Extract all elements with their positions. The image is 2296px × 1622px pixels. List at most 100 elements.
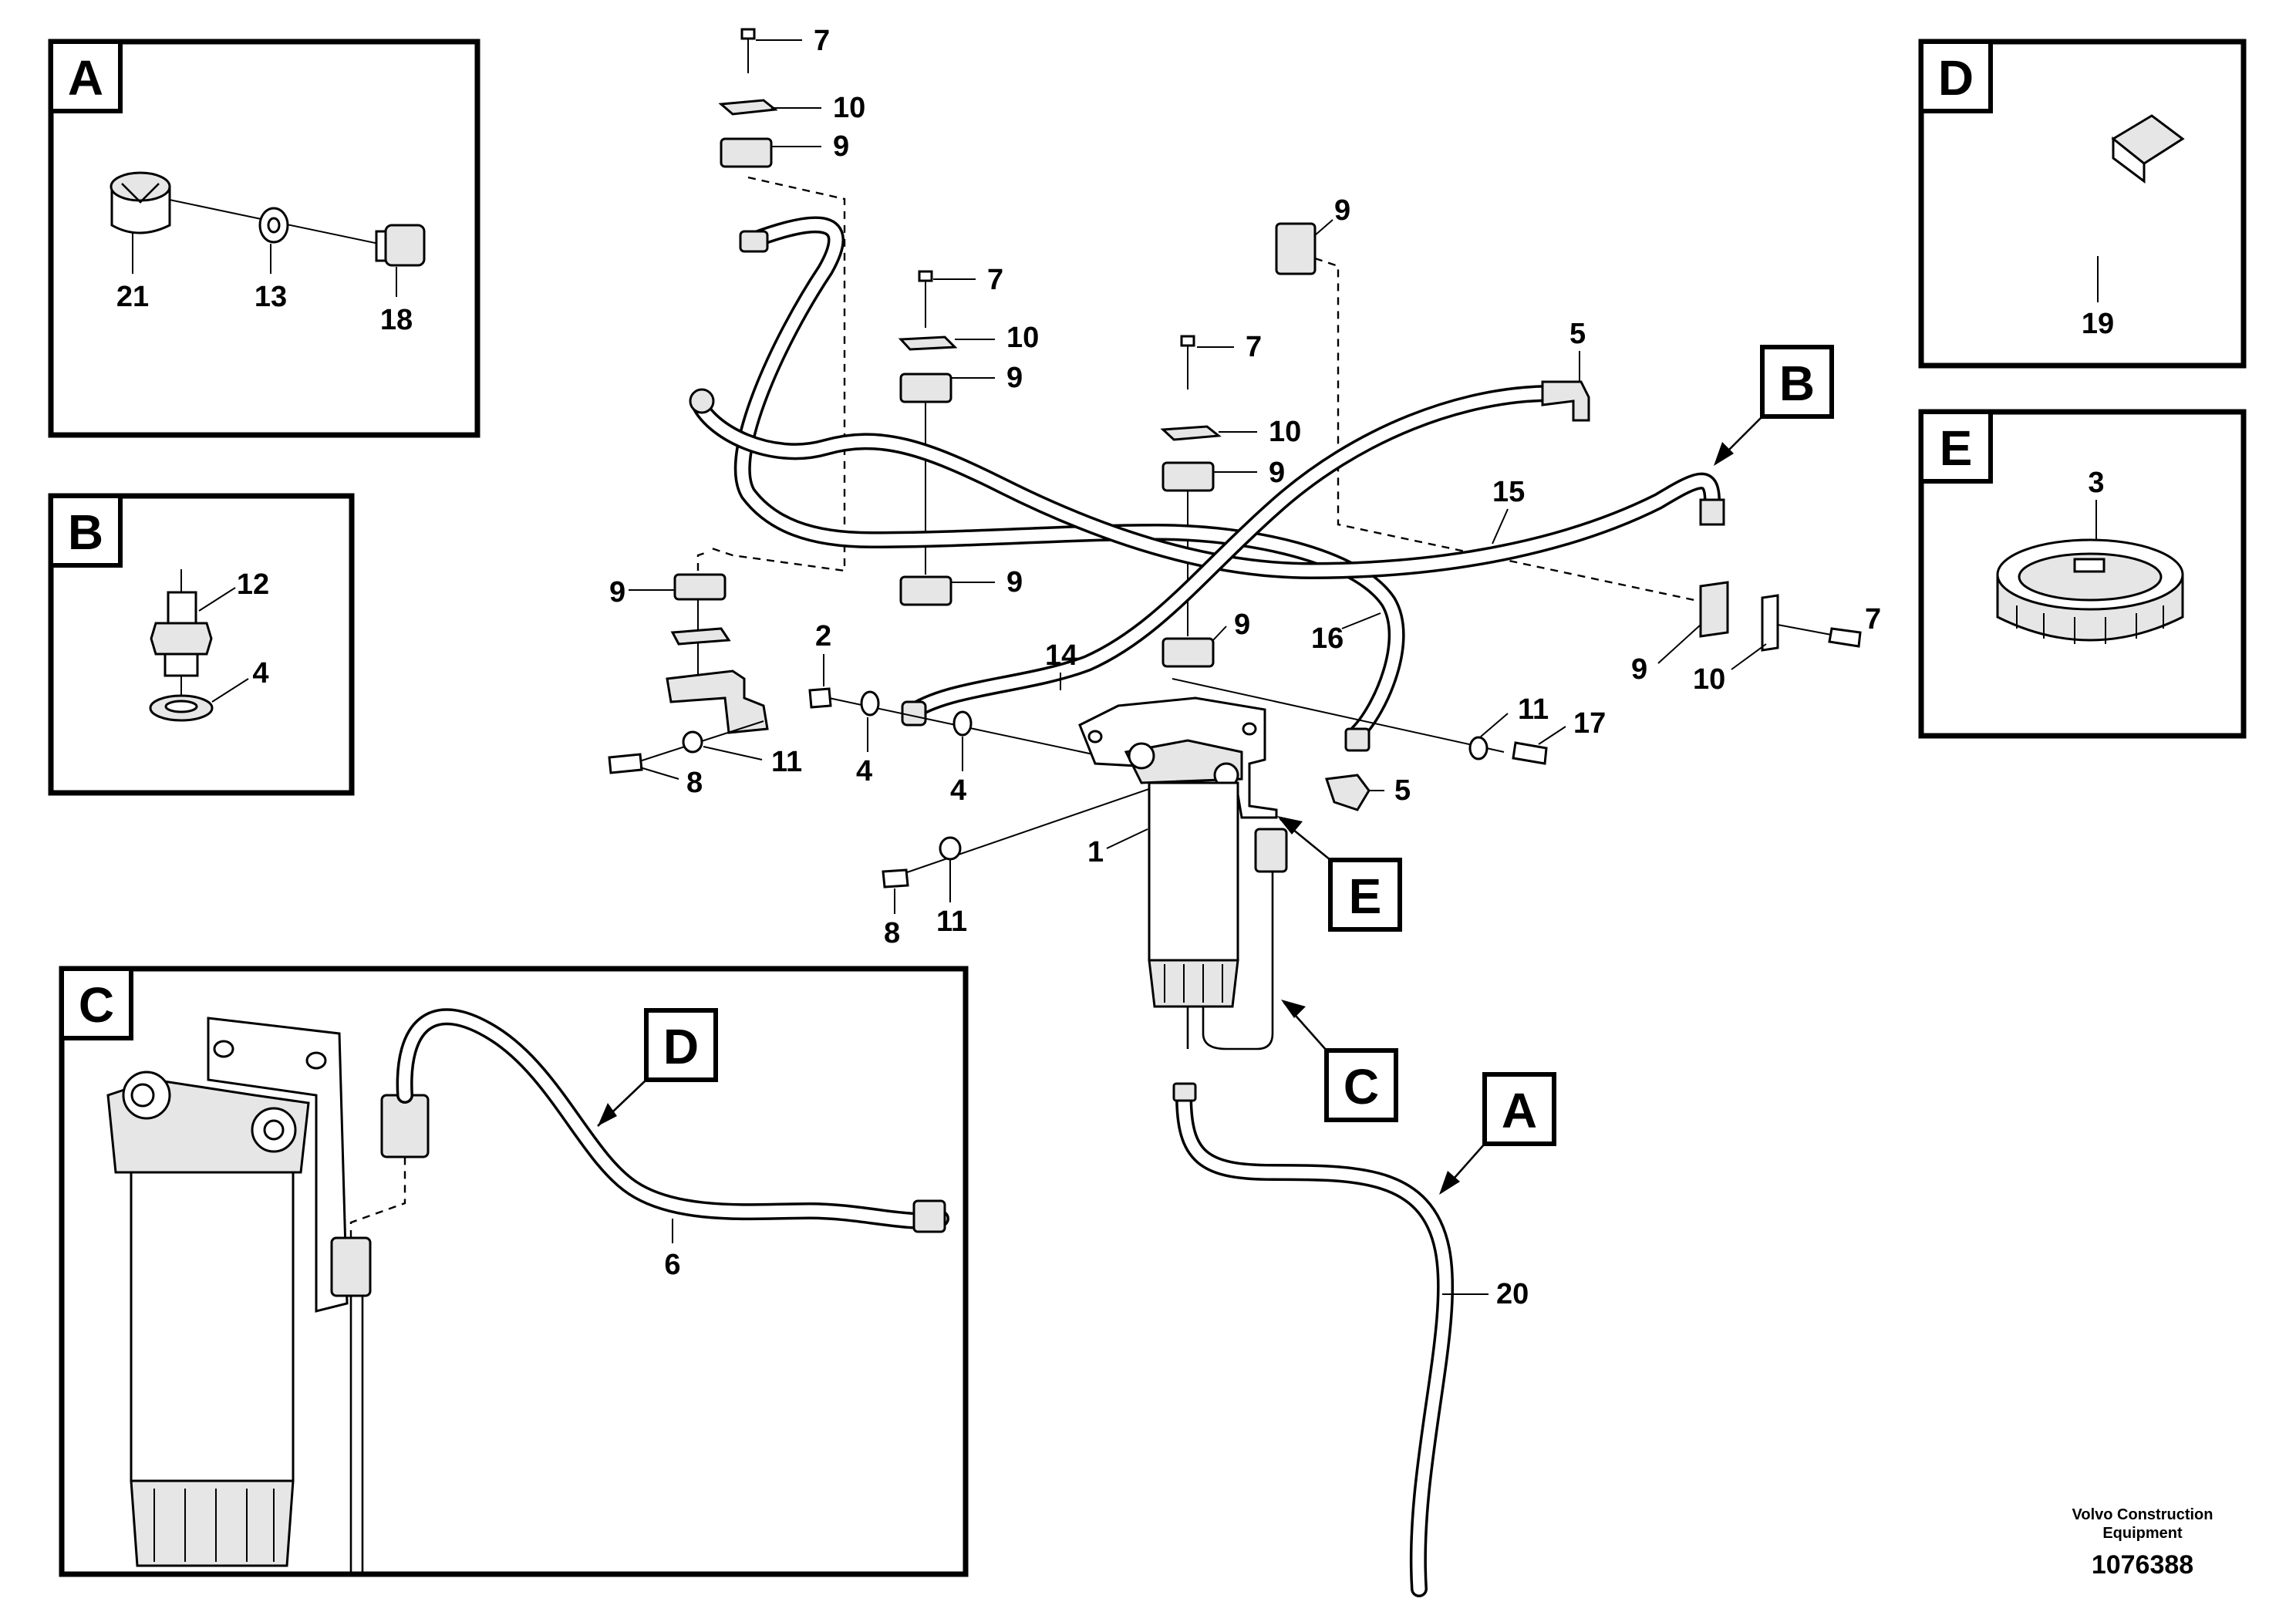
callout-3: 3 xyxy=(2088,467,2104,499)
part-21-cap xyxy=(110,171,171,234)
detail-tag-b: B xyxy=(68,504,103,560)
main-tag-box-b xyxy=(1760,345,1834,419)
callout-19: 19 xyxy=(2082,308,2114,340)
callout-13: 13 xyxy=(255,281,287,313)
callout-14: 14 xyxy=(1045,639,1077,672)
filter-bowl-base xyxy=(1148,959,1239,1008)
callout-16: 16 xyxy=(1311,622,1344,655)
detail-frame-e xyxy=(1918,409,2247,739)
callout-4: 4 xyxy=(252,657,268,690)
main-assembly: B E C A 7 10 9 7 10 9 9 9 7 10 xyxy=(608,25,1881,1597)
bolt-head xyxy=(740,28,756,40)
detail-view-c: C D 6 xyxy=(59,966,969,1577)
callout-2: 2 xyxy=(815,620,831,653)
tag-arrowhead xyxy=(1439,1171,1460,1195)
detail-tag-box-c xyxy=(59,966,133,1040)
callout-leader xyxy=(703,746,763,760)
filter-bowl xyxy=(130,1171,295,1482)
tag-arrowhead xyxy=(598,1103,617,1126)
hose-6-core xyxy=(399,1010,947,1227)
detail-tag-box-d-ref xyxy=(644,1008,718,1082)
detail-view-e: E 3 xyxy=(1918,409,2247,739)
clamp-9 xyxy=(1275,222,1317,275)
plate-10 xyxy=(898,336,958,351)
callout-9: 9 xyxy=(609,576,625,609)
title-block: Volvo Construction Equipment 1076388 xyxy=(2072,1506,2213,1580)
hose-end-fitting xyxy=(912,1199,946,1233)
callout-7: 7 xyxy=(987,264,1003,296)
bolt-7 xyxy=(1828,627,1862,648)
bolt-hole xyxy=(305,1051,327,1070)
callout-11: 11 xyxy=(936,905,967,938)
callout-leader xyxy=(198,587,236,612)
callout-leader xyxy=(1212,626,1227,641)
callout-9: 9 xyxy=(1631,653,1647,686)
callout-9: 9 xyxy=(1006,566,1023,599)
callout-15: 15 xyxy=(1492,476,1525,508)
bolt-head xyxy=(918,270,933,282)
detail-view-d: D 19 xyxy=(1918,39,2247,369)
main-tag-box-e xyxy=(1328,858,1402,932)
elbow-fitting-5 xyxy=(1324,774,1371,811)
callout-leader xyxy=(1480,713,1509,737)
bracket xyxy=(666,669,769,734)
detail-frame-d xyxy=(1918,39,2247,369)
bolt-17 xyxy=(1512,741,1548,765)
main-tag-e: E xyxy=(1349,868,1382,924)
callout-9: 9 xyxy=(1269,457,1285,489)
bolt-hole xyxy=(213,1040,234,1058)
part-13-washer xyxy=(258,207,289,244)
callout-leader xyxy=(211,678,249,703)
callout-leader xyxy=(1341,612,1381,629)
sensor-cable xyxy=(1202,856,1274,1050)
bolt-hole xyxy=(1087,730,1103,744)
detail-view-b: B 12 4 xyxy=(48,493,355,796)
bolt-2 xyxy=(808,687,832,709)
callout-leader xyxy=(639,767,679,780)
hose-14-core xyxy=(904,387,1556,720)
bolt-guide xyxy=(1172,678,1505,753)
part-18-plug xyxy=(375,224,426,267)
detail-frame-c xyxy=(59,966,969,1577)
dashed-guide xyxy=(696,550,710,571)
hose-end-fitting xyxy=(739,230,769,253)
connection-dash xyxy=(349,1157,406,1238)
main-tag-a: A xyxy=(1502,1083,1537,1138)
plate-10 xyxy=(1160,425,1222,441)
washer-4 xyxy=(860,690,880,717)
callout-leader xyxy=(1657,624,1701,664)
clamp-9 xyxy=(673,573,727,601)
detail-tag-c: C xyxy=(79,977,114,1033)
callout-10: 10 xyxy=(1269,416,1301,448)
plate-10 xyxy=(718,99,778,116)
callout-21: 21 xyxy=(116,281,149,313)
filter-port xyxy=(1128,742,1155,770)
hose-16-core xyxy=(737,218,1403,739)
callout-leader xyxy=(1538,726,1566,745)
detail-frame-a xyxy=(48,39,480,438)
clamp-9 xyxy=(1161,637,1215,668)
hose-15-core xyxy=(692,395,1718,577)
detail-tag-d-ref: D xyxy=(663,1019,699,1074)
filter-head xyxy=(1124,739,1243,784)
part-4-washer xyxy=(149,694,214,722)
washer-11 xyxy=(682,730,703,754)
part-19-clamp xyxy=(2016,110,2185,261)
callout-20: 20 xyxy=(1496,1278,1529,1310)
filter-bowl xyxy=(1148,781,1239,962)
publisher-line-2: Equipment xyxy=(2102,1525,2183,1542)
filter-head-port-inner xyxy=(263,1119,285,1141)
tag-arrowhead xyxy=(1281,1000,1306,1018)
filter-head-port-inner xyxy=(130,1083,155,1108)
detail-tag-box-a xyxy=(49,39,123,113)
callout-9: 9 xyxy=(1234,609,1250,641)
detail-view-a: A 21 13 18 xyxy=(48,39,480,438)
washer-11 xyxy=(939,836,962,861)
callout-1: 1 xyxy=(1087,836,1104,868)
detail-tag-d: D xyxy=(1938,50,1974,106)
callout-leader xyxy=(1731,643,1767,670)
callout-7: 7 xyxy=(1246,331,1262,363)
main-tag-box-c xyxy=(1324,1048,1398,1122)
